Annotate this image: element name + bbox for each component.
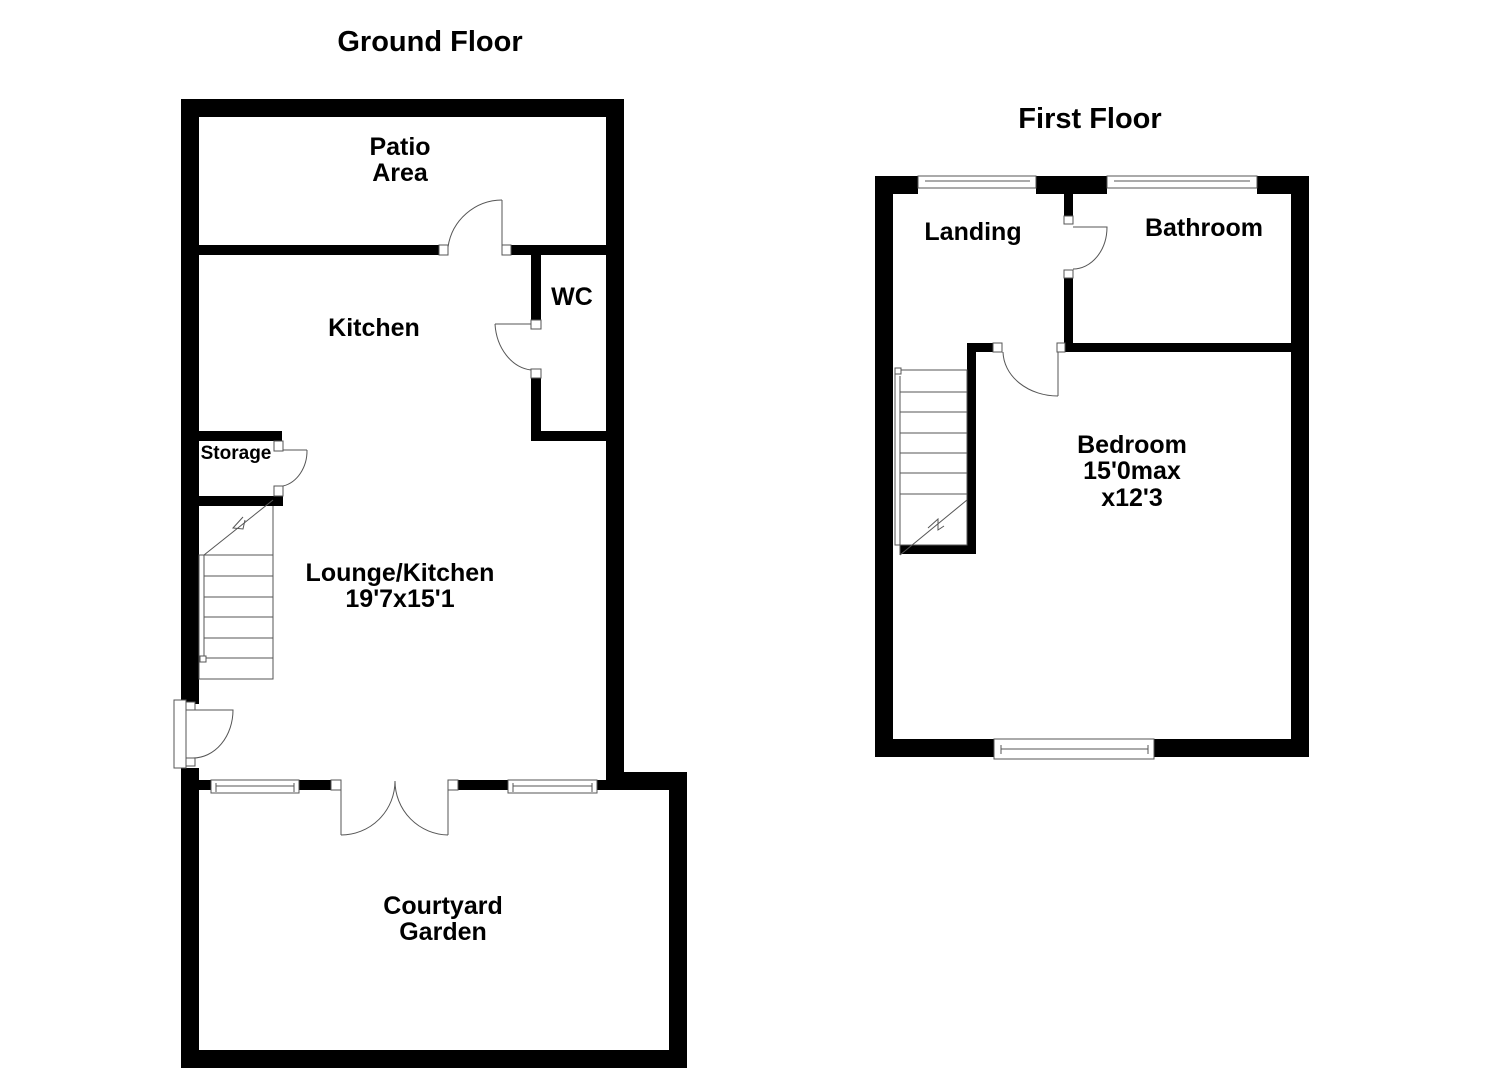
ground-floor-title: Ground Floor [337, 26, 523, 58]
bathroom-window [1106, 175, 1258, 189]
courtyard-window-left [210, 779, 300, 794]
courtyard-window-right [507, 779, 598, 794]
storage-door [273, 440, 308, 497]
ground-floor-staircase [198, 499, 274, 680]
room-label-wc: WC [551, 283, 593, 311]
first-floor-walls [875, 176, 1309, 757]
room-label-landing: Landing [924, 218, 1022, 246]
patio-door [438, 199, 512, 256]
side-door [173, 699, 234, 769]
room-label-bedroom: Bedroom 15'0max x12'3 [1077, 431, 1187, 512]
bathroom-door [1063, 215, 1108, 279]
bedroom-window [993, 738, 1155, 760]
room-label-kitchen: Kitchen [328, 314, 420, 342]
room-label-bathroom: Bathroom [1144, 214, 1264, 242]
landing-window [917, 175, 1037, 189]
room-label-patio-area: Patio Area [369, 133, 431, 188]
room-label-storage: Storage [200, 443, 272, 464]
bedroom-door [992, 342, 1066, 397]
first-floor-staircase [894, 367, 968, 556]
wc-door [494, 319, 542, 379]
room-label-courtyard-garden: Courtyard Garden [383, 892, 503, 947]
french-doors [330, 779, 459, 836]
ground-floor-walls [181, 99, 687, 1068]
room-label-lounge-kitchen: Lounge/Kitchen 19'7x15'1 [305, 559, 495, 614]
first-floor-title: First Floor [1018, 103, 1162, 135]
